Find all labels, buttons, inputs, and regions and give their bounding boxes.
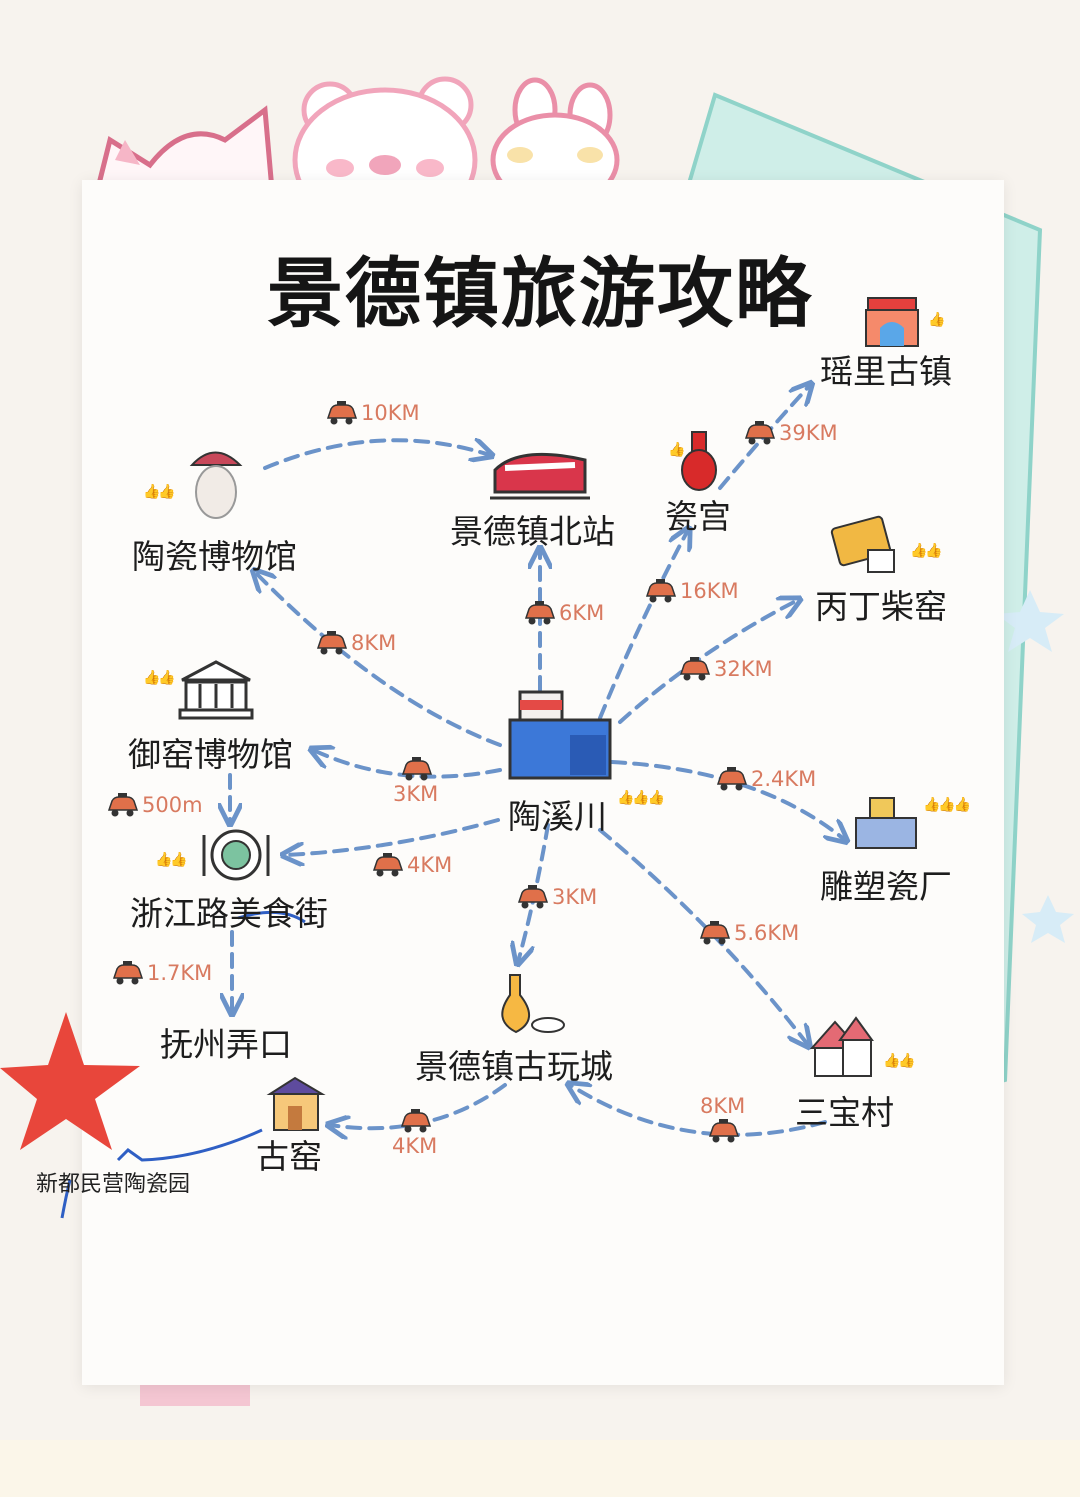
- route-museum-to-station: [263, 440, 490, 470]
- house-icon: [809, 1016, 874, 1077]
- car-icon: [399, 756, 433, 782]
- distance-label: 32KM: [677, 656, 773, 682]
- handwritten-annotation: 新都民营陶瓷园: [36, 1172, 191, 1197]
- distance-label: 4KM: [370, 852, 452, 878]
- place-cigong[interactable]: 瓷宫: [665, 497, 731, 536]
- rating-thumbs-icon: 👍: [668, 442, 685, 458]
- rating-thumbs-icon: 👍👍👍: [617, 790, 665, 806]
- distance-label: 8KM: [700, 1094, 745, 1144]
- car-icon: [522, 600, 556, 626]
- distance-label: 6KM: [522, 600, 604, 626]
- car-icon: [324, 400, 358, 426]
- museum-building-icon: [178, 660, 254, 720]
- place-bingding-kiln[interactable]: 丙丁柴窑: [815, 587, 947, 626]
- place-zhexi-food-street[interactable]: 浙江路美食街: [130, 894, 328, 933]
- car-icon: [677, 656, 711, 682]
- vase-icon: [681, 431, 717, 491]
- place-sanbao-village[interactable]: 三宝村: [795, 1093, 894, 1132]
- distance-label: 8KM: [314, 630, 396, 656]
- car-icon: [742, 420, 776, 446]
- kiln-building-icon: [266, 1076, 326, 1131]
- cat-decoration-icon: [91, 105, 275, 203]
- distance-label: 4KM: [392, 1108, 437, 1158]
- rating-thumbs-icon: 👍👍: [143, 484, 176, 500]
- route-to-cigong: [598, 530, 688, 720]
- pen-underline: [237, 910, 306, 924]
- car-icon: [706, 1118, 740, 1144]
- car-icon: [714, 766, 748, 792]
- train-icon: [490, 452, 590, 500]
- car-icon: [697, 920, 731, 946]
- factory-building-icon: [855, 797, 917, 849]
- rating-thumbs-icon: 👍👍: [143, 670, 176, 686]
- distance-label: 500m: [105, 792, 203, 818]
- car-icon: [370, 852, 404, 878]
- route-sanbao-to-antique: [570, 1085, 827, 1137]
- red-star-mark: [0, 1012, 140, 1150]
- rating-thumbs-icon: 👍👍👍: [923, 797, 971, 813]
- rating-thumbs-icon: 👍👍: [155, 852, 188, 868]
- rating-thumbs-icon: 👍👍: [883, 1053, 916, 1069]
- place-sculpture-factory[interactable]: 雕塑瓷厂: [820, 867, 952, 906]
- distance-label: 3KM: [515, 884, 597, 910]
- car-icon: [515, 884, 549, 910]
- place-ancient-kiln[interactable]: 古窑: [256, 1137, 322, 1176]
- map-paper: [82, 180, 1004, 1385]
- place-antique-city[interactable]: 景德镇古玩城: [415, 1047, 613, 1086]
- ticket-icon: [830, 515, 895, 573]
- rating-thumbs-icon: 👍: [928, 312, 945, 328]
- place-imperial-kiln-museum[interactable]: 御窑博物馆: [128, 735, 293, 774]
- route-to-imperial-kiln: [313, 750, 502, 779]
- car-icon: [314, 630, 348, 656]
- place-ceramic-museum[interactable]: 陶瓷博物馆: [132, 537, 297, 576]
- plate-utensils-icon: [202, 829, 270, 881]
- page-title: 景德镇旅游攻略: [267, 249, 813, 338]
- opera-figure-icon: [189, 451, 243, 519]
- vessel-icon: [501, 974, 565, 1034]
- place-fuzhou-alley[interactable]: 抚州弄口: [160, 1025, 292, 1064]
- distance-label: 10KM: [324, 400, 420, 426]
- route-to-food-street: [285, 818, 500, 855]
- route-to-sculpture: [610, 760, 845, 840]
- place-taoxichuan[interactable]: 陶溪川: [508, 797, 607, 836]
- gate-icon: [865, 297, 919, 347]
- distance-label: 3KM: [393, 756, 438, 806]
- car-icon: [398, 1108, 432, 1134]
- rating-thumbs-icon: 👍👍: [910, 543, 943, 559]
- distance-label: 1.7KM: [110, 960, 212, 986]
- distance-label: 2.4KM: [714, 766, 816, 792]
- place-north-station[interactable]: 景德镇北站: [450, 512, 615, 551]
- pen-stroke: [116, 1128, 263, 1162]
- factory-icon: [508, 690, 612, 780]
- route-to-ceramic-museum: [255, 572, 502, 747]
- car-icon: [105, 792, 139, 818]
- route-to-bingding: [618, 600, 798, 724]
- distance-label: 5.6KM: [697, 920, 799, 946]
- car-icon: [110, 960, 144, 986]
- pen-stroke-2: [60, 1179, 72, 1219]
- distance-label: 39KM: [742, 420, 838, 446]
- car-icon: [643, 578, 677, 604]
- place-yaoli[interactable]: 瑶里古镇: [820, 352, 952, 391]
- distance-label: 16KM: [643, 578, 739, 604]
